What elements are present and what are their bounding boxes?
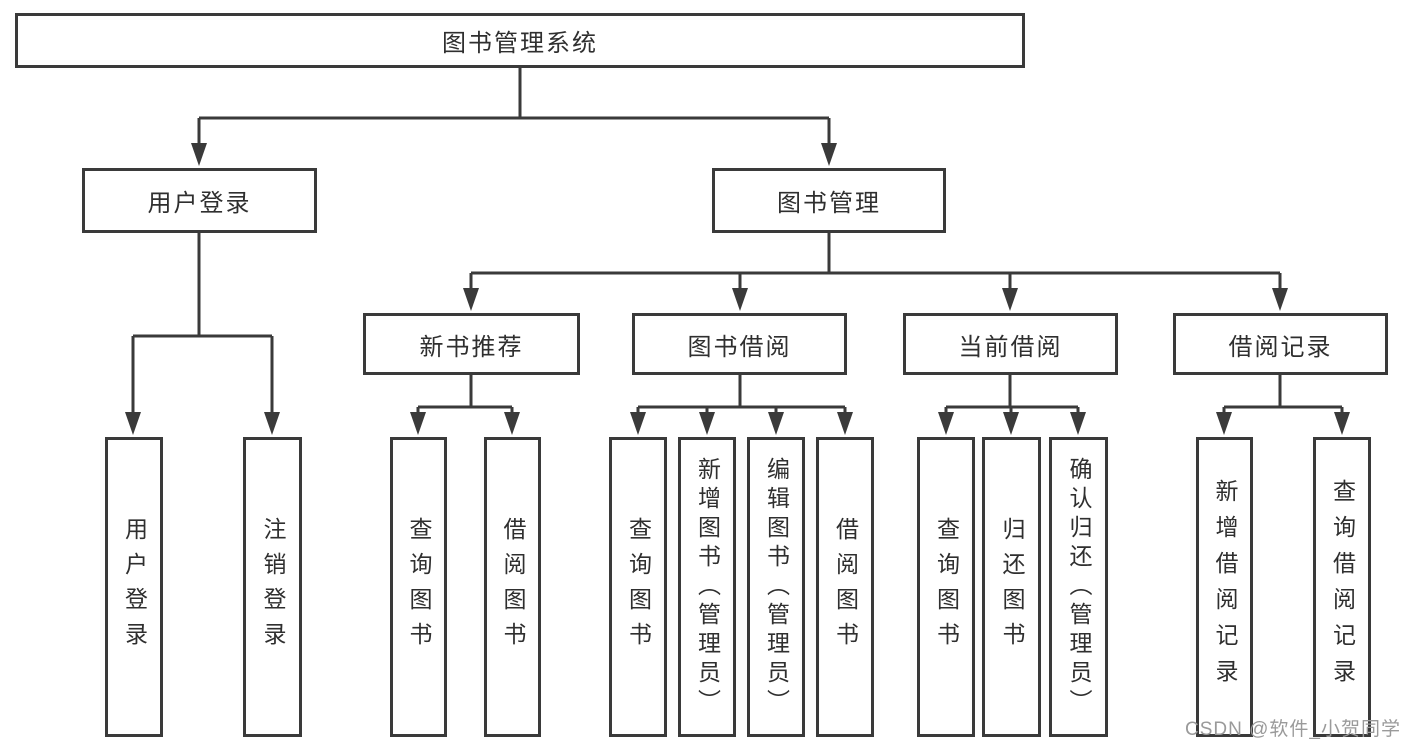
leaf-borrowing-borrow-books: 借阅图书 <box>816 437 874 737</box>
leaf-current-query-books: 查询图书 <box>917 437 975 737</box>
node-user-login-label: 用户登录 <box>147 190 252 217</box>
leaf-confirm-return-admin-label: 确认归还（管理员） <box>1066 456 1092 718</box>
leaf-query-borrow-record-label: 查询借阅记录 <box>1329 479 1356 695</box>
arrowheads <box>125 143 1350 435</box>
node-library-system: 图书管理系统 <box>15 13 1025 68</box>
leaf-add-book-admin: 新增图书（管理员） <box>678 437 736 737</box>
leaf-logout: 注销登录 <box>243 437 302 737</box>
csdn-watermark: CSDN @软件_小贺同学 <box>1185 719 1401 740</box>
leaf-recommend-borrow-books: 借阅图书 <box>484 437 541 737</box>
leaf-borrowing-query-books: 查询图书 <box>609 437 667 737</box>
node-book-management-label: 图书管理 <box>777 190 881 217</box>
node-user-login: 用户登录 <box>82 168 317 233</box>
leaf-user-login-label: 用户登录 <box>121 517 148 657</box>
leaf-confirm-return-admin: 确认归还（管理员） <box>1049 437 1108 737</box>
node-library-system-label: 图书管理系统 <box>442 30 598 57</box>
leaf-recommend-query-books: 查询图书 <box>390 437 447 737</box>
node-book-borrowing-label: 图书借阅 <box>687 333 792 361</box>
node-book-management: 图书管理 <box>712 168 946 233</box>
leaf-add-book-admin-label: 新增图书（管理员） <box>694 456 721 718</box>
leaf-return-book: 归还图书 <box>982 437 1041 737</box>
leaf-add-borrow-record-label: 新增借阅记录 <box>1212 479 1238 695</box>
node-borrow-records-label: 借阅记录 <box>1228 333 1333 361</box>
node-book-borrowing: 图书借阅 <box>632 313 847 375</box>
node-borrow-records: 借阅记录 <box>1173 313 1388 375</box>
node-new-book-recommend: 新书推荐 <box>363 313 580 375</box>
leaf-logout-label: 注销登录 <box>260 517 286 657</box>
leaf-borrowing-query-books-label: 查询图书 <box>625 517 652 657</box>
node-current-borrowing: 当前借阅 <box>903 313 1118 375</box>
leaf-add-borrow-record: 新增借阅记录 <box>1196 437 1253 737</box>
leaf-edit-book-admin: 编辑图书（管理员） <box>747 437 805 737</box>
leaf-recommend-query-books-label: 查询图书 <box>406 517 432 657</box>
leaf-edit-book-admin-label: 编辑图书（管理员） <box>763 456 790 718</box>
leaf-user-login: 用户登录 <box>105 437 163 737</box>
leaf-query-borrow-record: 查询借阅记录 <box>1313 437 1371 737</box>
leaf-current-query-books-label: 查询图书 <box>933 517 960 657</box>
node-new-book-recommend-label: 新书推荐 <box>419 333 524 361</box>
leaf-recommend-borrow-books-label: 借阅图书 <box>500 517 526 657</box>
node-current-borrowing-label: 当前借阅 <box>958 333 1063 361</box>
leaf-return-book-label: 归还图书 <box>999 517 1025 657</box>
leaf-borrowing-borrow-books-label: 借阅图书 <box>832 517 859 657</box>
